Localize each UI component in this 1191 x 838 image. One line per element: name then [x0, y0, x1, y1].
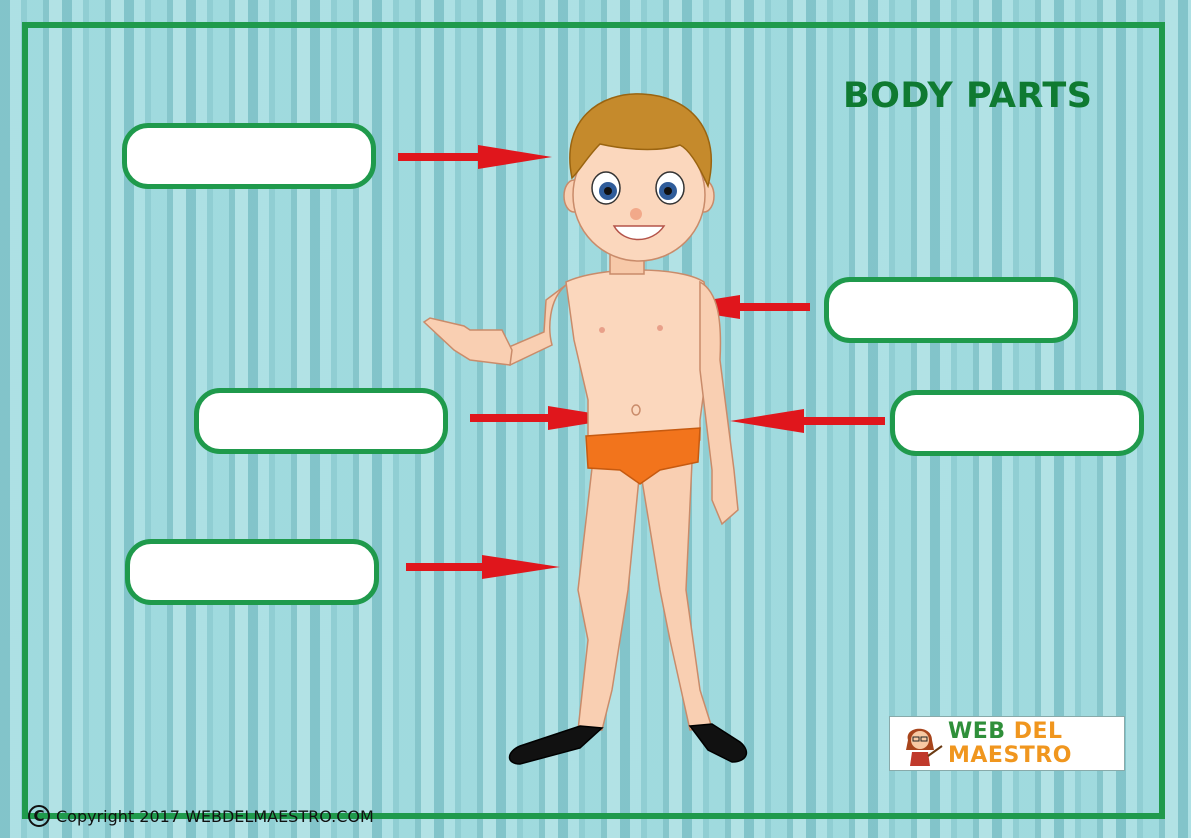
left-leg — [578, 468, 640, 730]
logo-text-del: DEL — [1006, 719, 1063, 744]
arrow-head — [398, 145, 552, 169]
left-shoe — [510, 726, 603, 764]
right-arm — [700, 282, 738, 524]
web-del-maestro-logo: WEB DEL MAESTRO — [889, 716, 1125, 771]
pointing-hand — [424, 318, 512, 365]
arrow-leg — [406, 555, 560, 579]
boy-figure — [424, 94, 746, 764]
torso — [566, 270, 712, 440]
copyright-footer: C Copyright 2017 WEBDELMAESTRO.COM — [28, 803, 374, 829]
arrow-arm — [730, 409, 885, 433]
logo-text-maestro: MAESTRO — [948, 743, 1072, 768]
right-leg — [640, 462, 712, 730]
teacher-icon — [896, 720, 944, 768]
logo-text-web: WEB — [948, 719, 1006, 744]
right-shoe — [690, 724, 746, 762]
copyright-icon: C — [28, 805, 50, 827]
copyright-text: Copyright 2017 WEBDELMAESTRO.COM — [56, 807, 374, 826]
